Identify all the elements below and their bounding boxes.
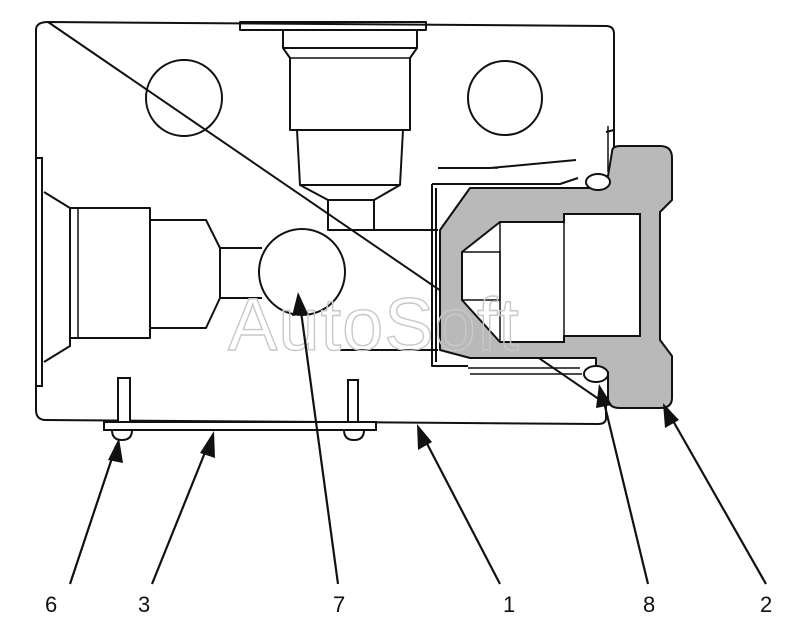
arrowhead-8	[596, 384, 612, 408]
arrowhead-3	[200, 431, 215, 458]
leader-lines	[68, 292, 767, 585]
callout-label-8: 8	[643, 592, 655, 617]
leader-1	[421, 433, 501, 585]
leader-6	[68, 445, 118, 585]
arrowhead-2	[663, 403, 679, 428]
leader-2	[667, 411, 767, 585]
right-boss	[467, 60, 543, 136]
leader-7	[298, 303, 340, 585]
callout-labels: 6 3 7 1 8 2	[45, 592, 772, 617]
horizontal-bore	[220, 229, 438, 351]
base-plate	[103, 377, 377, 442]
arrowhead-1	[417, 424, 432, 450]
callout-label-2: 2	[760, 592, 772, 617]
leader-3	[150, 439, 212, 585]
arrowhead-7	[292, 292, 308, 316]
valve-body	[35, 21, 615, 425]
leader-8	[600, 393, 650, 585]
callout-label-1: 1	[503, 592, 515, 617]
arrowhead-6	[108, 438, 123, 463]
left-boss	[145, 59, 223, 137]
callout-label-7: 7	[333, 592, 345, 617]
watermark-text: AutoSoft	[228, 283, 520, 366]
callout-label-3: 3	[138, 592, 150, 617]
callout-label-6: 6	[45, 592, 57, 617]
outlet-fitting	[431, 126, 673, 409]
top-port	[239, 21, 427, 231]
left-port	[43, 191, 221, 363]
